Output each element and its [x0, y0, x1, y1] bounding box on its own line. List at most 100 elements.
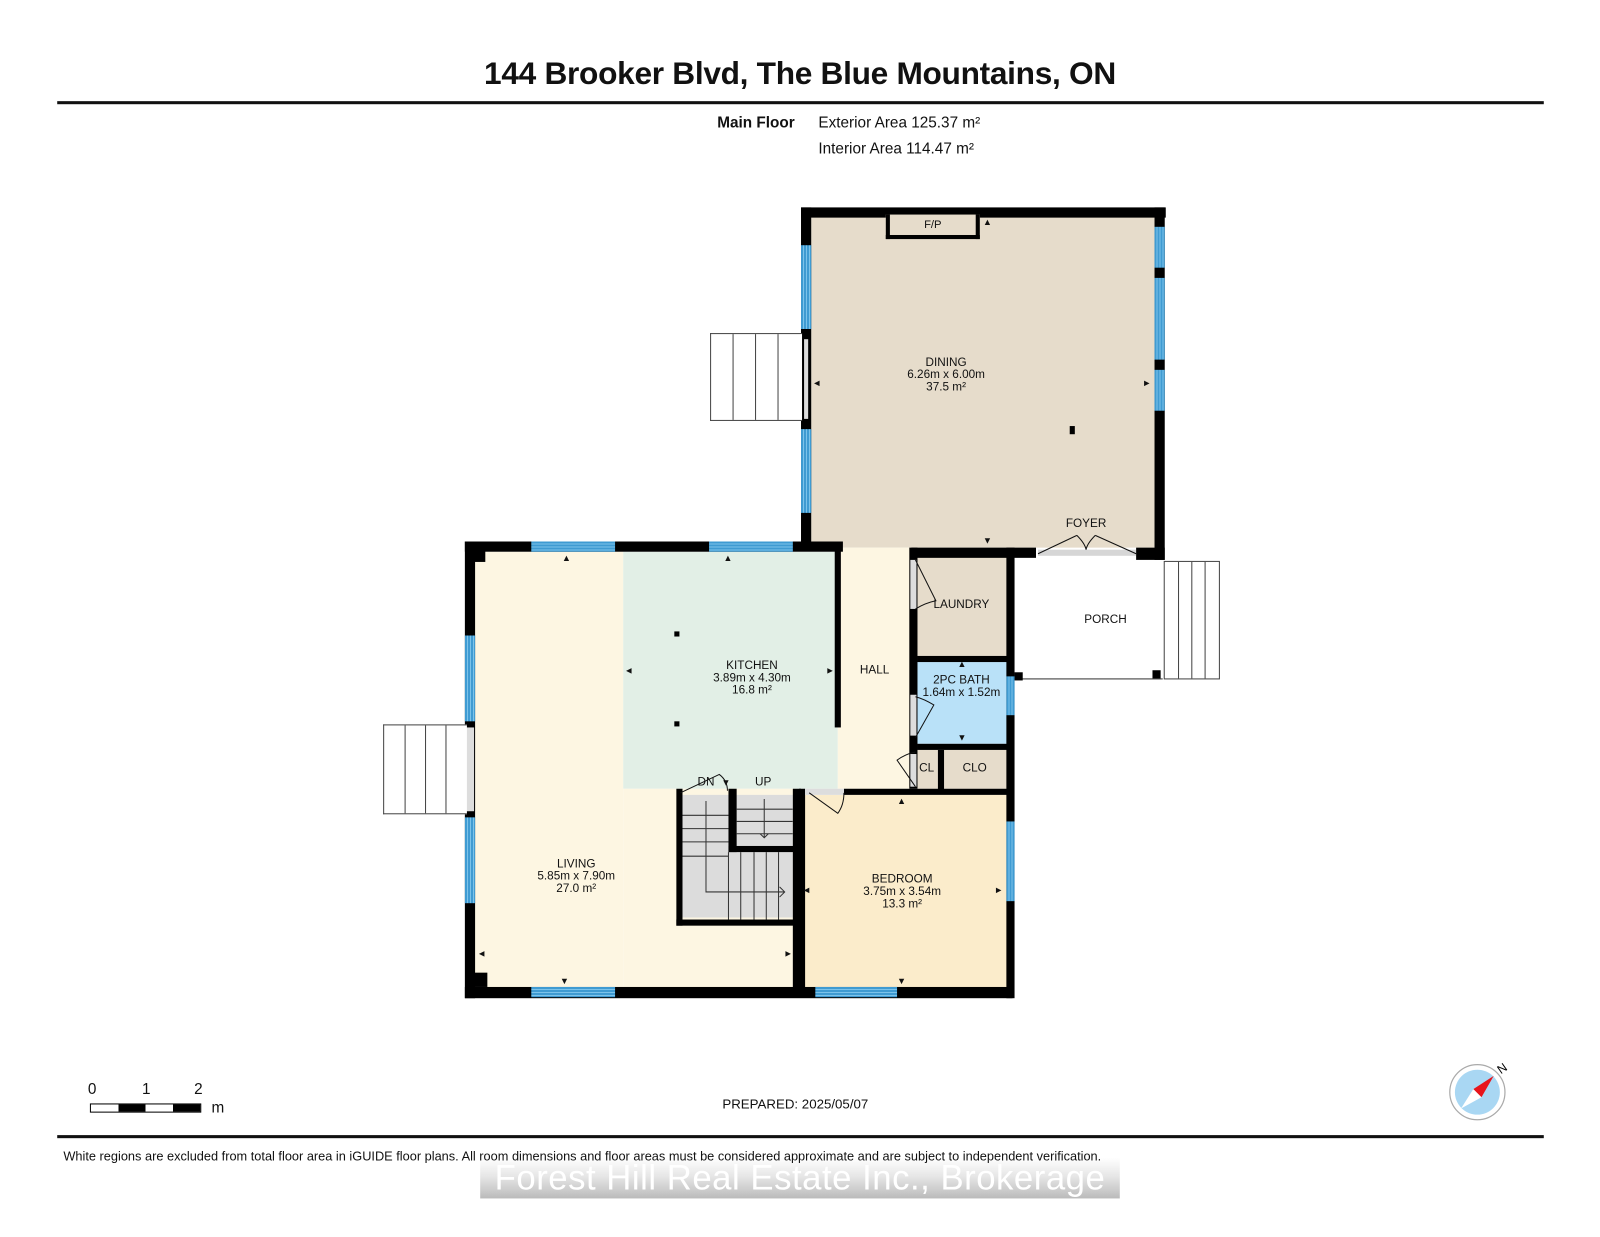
wall: [792, 788, 802, 994]
room-bedroom: [803, 794, 1008, 987]
dim-arrow-icon: ▼: [957, 732, 967, 743]
room-laundry: [917, 555, 1008, 656]
wall: [1136, 547, 1165, 560]
brokerage-watermark: Forest Hill Real Estate Inc., Brokerage: [480, 1157, 1120, 1199]
floor-plan: F/P: [383, 207, 1220, 999]
dim-arrow-icon: ▼: [982, 535, 992, 546]
window: [464, 635, 476, 722]
dim-arrow-icon: ▼: [559, 975, 570, 986]
interior-area: Interior Area 114.47 m²: [818, 139, 974, 158]
room-label-cl: CL: [919, 762, 935, 775]
wall: [937, 749, 945, 791]
page-title: 144 Brooker Blvd, The Blue Mountains, ON: [484, 55, 1116, 91]
wall: [464, 541, 843, 552]
header-divider: [57, 101, 1544, 105]
living-side-door: [465, 727, 475, 812]
window: [1006, 676, 1015, 716]
dim-arrow-icon: ◄: [802, 884, 812, 896]
scale-unit: m: [211, 1099, 225, 1117]
window: [464, 817, 476, 904]
dim-arrow-icon: ▲: [982, 216, 992, 227]
wall: [728, 788, 737, 853]
cl-door-swing: [896, 751, 916, 787]
porch-post: [1152, 670, 1161, 679]
dim-arrow-icon: ►: [1142, 378, 1152, 389]
wall: [1006, 547, 1015, 999]
post: [1069, 426, 1075, 435]
compass-icon: N: [1449, 1060, 1510, 1121]
scale-bar: [89, 1103, 202, 1113]
room-label-living: LIVING 5.85m x 7.90m 27.0 m²: [537, 858, 616, 896]
foyer-door-swing: [1037, 534, 1137, 555]
room-cl: [917, 749, 938, 789]
dim-arrow-icon: ◄: [624, 665, 634, 676]
wall: [473, 972, 488, 987]
room-label-porch: PORCH: [1084, 614, 1127, 627]
floor-name: Main Floor: [717, 114, 795, 132]
room-living: [474, 551, 624, 987]
dim-arrow-icon: ◄: [477, 948, 487, 959]
prepared-date: PREPARED: 2025/05/07: [722, 1096, 869, 1112]
bath-door-swing: [914, 696, 935, 738]
dim-arrow-icon: ▲: [957, 658, 967, 670]
room-label-kitchen: KITCHEN 3.89m x 4.30m 16.8 m²: [713, 660, 791, 697]
kitchen-partition: [834, 547, 841, 728]
room-kitchen: [623, 551, 838, 789]
room-label-bedroom: BEDROOM 3.75m x 3.54m 13.3 m²: [863, 873, 942, 911]
exterior-steps-porch: [1163, 560, 1220, 680]
dim-arrow-icon: ▲: [897, 795, 907, 807]
dim-arrow-icon: ◄: [812, 378, 822, 389]
post: [674, 631, 680, 637]
scale-tick-1: 1: [142, 1080, 151, 1099]
cl-door: [910, 754, 917, 787]
room-hall: [837, 547, 912, 789]
side-door: [804, 339, 809, 419]
stairs-treads: [682, 798, 793, 920]
room-porch: [1014, 558, 1163, 680]
room-label-hall: HALL: [859, 664, 890, 677]
fireplace: F/P: [885, 214, 980, 240]
exterior-steps-living: [383, 724, 467, 815]
laundry-door-swing: [914, 559, 937, 610]
room-bath: [917, 662, 1008, 744]
stairs-door-swing: [680, 773, 728, 794]
wall: [843, 788, 1013, 795]
window: [815, 986, 898, 998]
wall: [917, 743, 1010, 750]
dim-arrow-icon: ►: [825, 665, 835, 676]
footer-divider: [57, 1135, 1544, 1139]
window: [1154, 277, 1165, 360]
window: [801, 245, 812, 329]
wall: [909, 547, 918, 789]
dim-arrow-icon: ▲: [723, 552, 733, 563]
wall: [676, 788, 683, 926]
exterior-steps-dining: [710, 333, 803, 421]
wall: [798, 788, 806, 994]
room-label-clo: CLO: [962, 762, 987, 775]
bedroom-door: [805, 788, 844, 795]
wall: [801, 207, 1166, 218]
post: [674, 721, 680, 727]
dim-arrow-icon: ►: [783, 948, 793, 959]
disclaimer-text: White regions are excluded from total fl…: [63, 1149, 1102, 1164]
wall: [917, 655, 1010, 663]
bedroom-door-swing: [808, 792, 845, 814]
window: [531, 541, 616, 552]
window: [1154, 226, 1165, 268]
room-label-foyer: FOYER: [1065, 518, 1107, 531]
window: [801, 429, 812, 513]
exterior-area: Exterior Area 125.37 m²: [818, 114, 981, 132]
window: [1006, 821, 1015, 902]
bath-door: [910, 694, 917, 736]
wall: [676, 919, 799, 926]
window: [1154, 369, 1165, 411]
dim-arrow-icon: ▼: [721, 777, 731, 788]
room-label-laundry: LAUNDRY: [933, 598, 990, 611]
foyer-door: [1038, 549, 1137, 556]
laundry-door: [910, 559, 917, 609]
porch-post: [1014, 672, 1023, 681]
wall: [911, 547, 1037, 558]
window: [531, 986, 616, 998]
scale-tick-0: 0: [87, 1080, 97, 1099]
dim-arrow-icon: ►: [994, 884, 1004, 896]
